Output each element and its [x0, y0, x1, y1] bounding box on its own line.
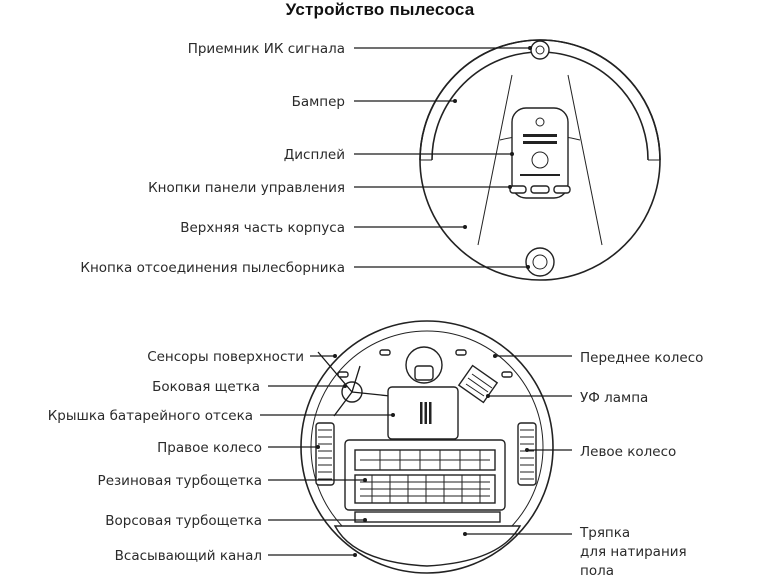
top-view-labels: Приемник ИК сигнала Бампер Дисплей Кнопк…: [80, 41, 345, 276]
right-wheel: [315, 422, 335, 486]
label-uv-lamp: УФ лампа: [580, 390, 648, 406]
label-suction-channel: Всасывающий канал: [115, 548, 262, 564]
dustbin-release-button: [525, 247, 555, 277]
label-front-wheel: Переднее колесо: [580, 350, 703, 366]
bottom-view-leaders: [260, 354, 572, 557]
page-title: Устройство пылесоса: [285, 0, 475, 19]
top-view-leaders: [354, 46, 532, 269]
display-panel: [511, 107, 569, 199]
surface-sensor-3: [337, 371, 349, 378]
label-bumper: Бампер: [292, 94, 345, 110]
surface-sensor-2: [455, 349, 467, 356]
label-display: Дисплей: [284, 147, 345, 163]
label-dustbin-release: Кнопка отсоединения пылесборника: [80, 260, 345, 276]
label-surface-sensors: Сенсоры поверхности: [147, 349, 304, 365]
battery-cover: [387, 386, 459, 440]
label-mop-line-3: пола: [580, 563, 614, 579]
label-right-wheel: Правое колесо: [157, 440, 262, 456]
bumper-outer: [419, 39, 661, 161]
label-ir-receiver: Приемник ИК сигнала: [188, 41, 345, 57]
label-left-wheel: Левое колесо: [580, 444, 676, 460]
control-button-left: [509, 185, 527, 194]
mop-pad: [333, 525, 522, 567]
label-battery-cover: Крышка батарейного отсека: [48, 408, 253, 424]
label-top-housing: Верхняя часть корпуса: [180, 220, 345, 236]
label-mop-line-1: Тряпка: [579, 525, 630, 541]
surface-sensor-1: [379, 349, 391, 356]
control-button-right: [553, 185, 571, 194]
label-side-brush: Боковая щетка: [152, 379, 260, 395]
label-mop-line-2: для натирания: [580, 544, 687, 560]
label-control-buttons: Кнопки панели управления: [148, 180, 345, 196]
display-dial-icon: [531, 151, 549, 169]
control-button-center: [530, 185, 550, 194]
left-wheel: [517, 422, 537, 486]
bottom-view-robot: [300, 320, 554, 574]
label-bristle-turbobrush: Ворсовая турбощетка: [105, 513, 262, 529]
uv-lamp: [457, 364, 499, 404]
bottom-view-right-labels: Переднее колесо УФ лампа Левое колесо Тр…: [579, 350, 703, 579]
surface-sensor-4: [501, 371, 513, 378]
bottom-view-left-labels: Сенсоры поверхности Боковая щетка Крышка…: [48, 349, 304, 564]
top-view-robot: [419, 39, 661, 281]
label-rubber-turbobrush: Резиновая турбощетка: [98, 473, 262, 489]
ir-receiver-icon: [530, 40, 550, 60]
suction-channel: [354, 511, 501, 523]
